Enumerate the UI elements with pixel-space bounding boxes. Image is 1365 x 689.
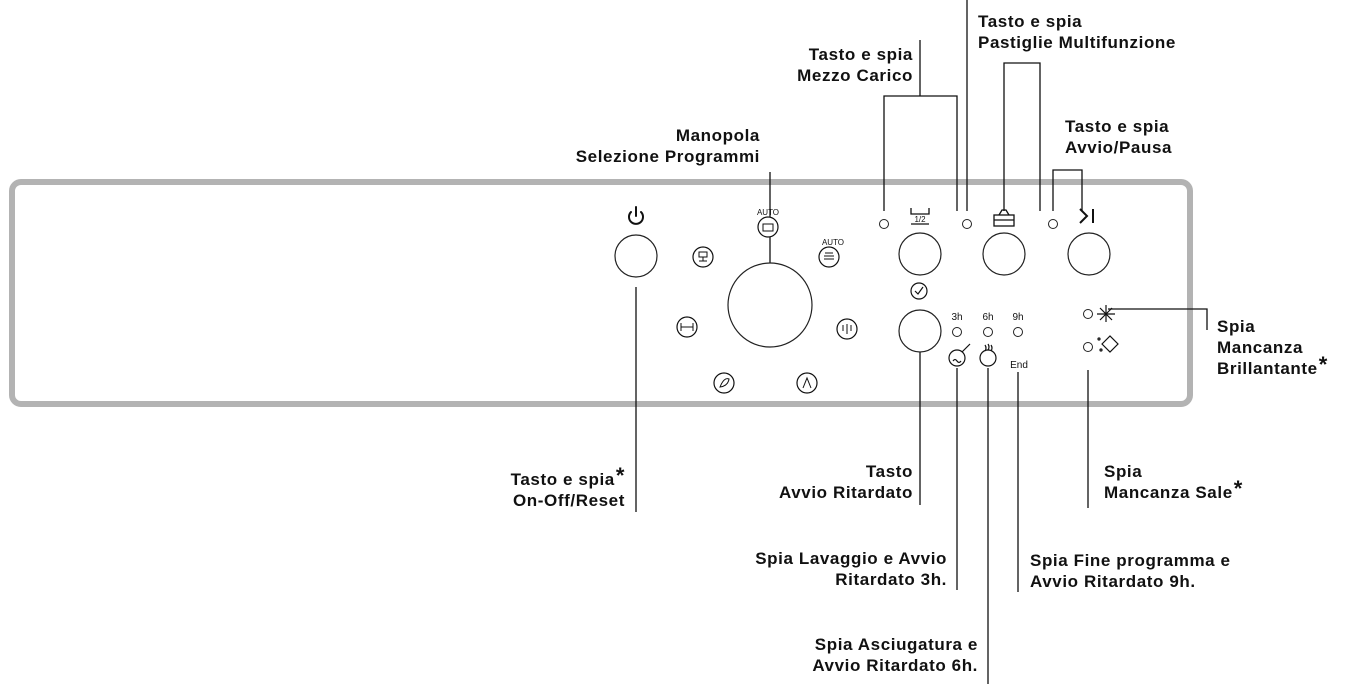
- delayed-start-button: [898, 309, 942, 353]
- label-pastiglie: Tasto e spia Pastiglie Multifunzione: [978, 12, 1176, 52]
- label-avvio-pausa: Tasto e spia Avvio/Pausa: [1065, 117, 1173, 157]
- power-icon: [628, 206, 644, 225]
- delay-9h-led: [1013, 327, 1023, 337]
- rinse-aid-led: [1083, 309, 1093, 319]
- asterisk: *: [1318, 352, 1328, 377]
- delay-3h-led: [952, 327, 962, 337]
- label-fine-9h: Spia Fine programma e Avvio Ritardato 9h…: [1030, 551, 1231, 591]
- label-on-off: Tasto e spia* On-Off/Reset: [510, 463, 625, 511]
- salt-icon: [1097, 335, 1119, 353]
- asterisk: *: [615, 463, 625, 488]
- quick-icon: [796, 372, 818, 394]
- delay-9h-text: 9h: [1012, 312, 1023, 323]
- salt-led: [1083, 342, 1093, 352]
- multifunction-button: [982, 232, 1026, 276]
- auto-text-1: AUTO: [757, 208, 779, 217]
- asterisk: *: [1233, 476, 1243, 501]
- label-avvio-ritardato: Tasto Avvio Ritardato: [778, 462, 913, 502]
- label-lavaggio-3h: Spia Lavaggio e Avvio Ritardato 3h.: [755, 549, 947, 589]
- multifunction-led: [962, 219, 972, 229]
- half-load-led: [879, 219, 889, 229]
- label-mezzo-carico: Tasto e spia Mezzo Carico: [797, 45, 913, 85]
- half-load-button: [898, 232, 942, 276]
- dry-icon: [979, 343, 997, 367]
- half-load-icon: [910, 208, 930, 225]
- program-knob: [727, 262, 813, 348]
- multifunction-tablet-icon: [993, 209, 1015, 227]
- panel-frame: [9, 179, 1193, 407]
- on-off-button: [614, 234, 658, 278]
- label-sale: Spia Mancanza Sale*: [1104, 462, 1243, 502]
- label-asciugatura-6h: Spia Asciugatura e Avvio Ritardato 6h.: [812, 635, 978, 675]
- auto-normal-icon: [818, 246, 840, 268]
- start-pause-led: [1048, 219, 1058, 229]
- half-load-text: 1/2: [914, 215, 926, 224]
- delay-6h-text: 6h: [982, 312, 993, 323]
- delay-6h-led: [983, 327, 993, 337]
- eco-icon: [713, 372, 735, 394]
- leader-lines: [635, 0, 1208, 684]
- delay-timer-icon: [910, 282, 928, 300]
- rinse-aid-icon: [1097, 305, 1115, 322]
- auto-text-2: AUTO: [822, 238, 844, 247]
- auto-intensive-icon: [757, 216, 779, 238]
- start-pause-icon: [1079, 208, 1094, 224]
- start-pause-button: [1067, 232, 1111, 276]
- end-text: End: [1010, 360, 1028, 371]
- label-brillantante: Spia Mancanza Brillantante*: [1217, 317, 1328, 378]
- wash-icon: [948, 343, 971, 367]
- delay-3h-text: 3h: [951, 312, 962, 323]
- label-manopola: Manopola Selezione Programmi: [575, 126, 760, 166]
